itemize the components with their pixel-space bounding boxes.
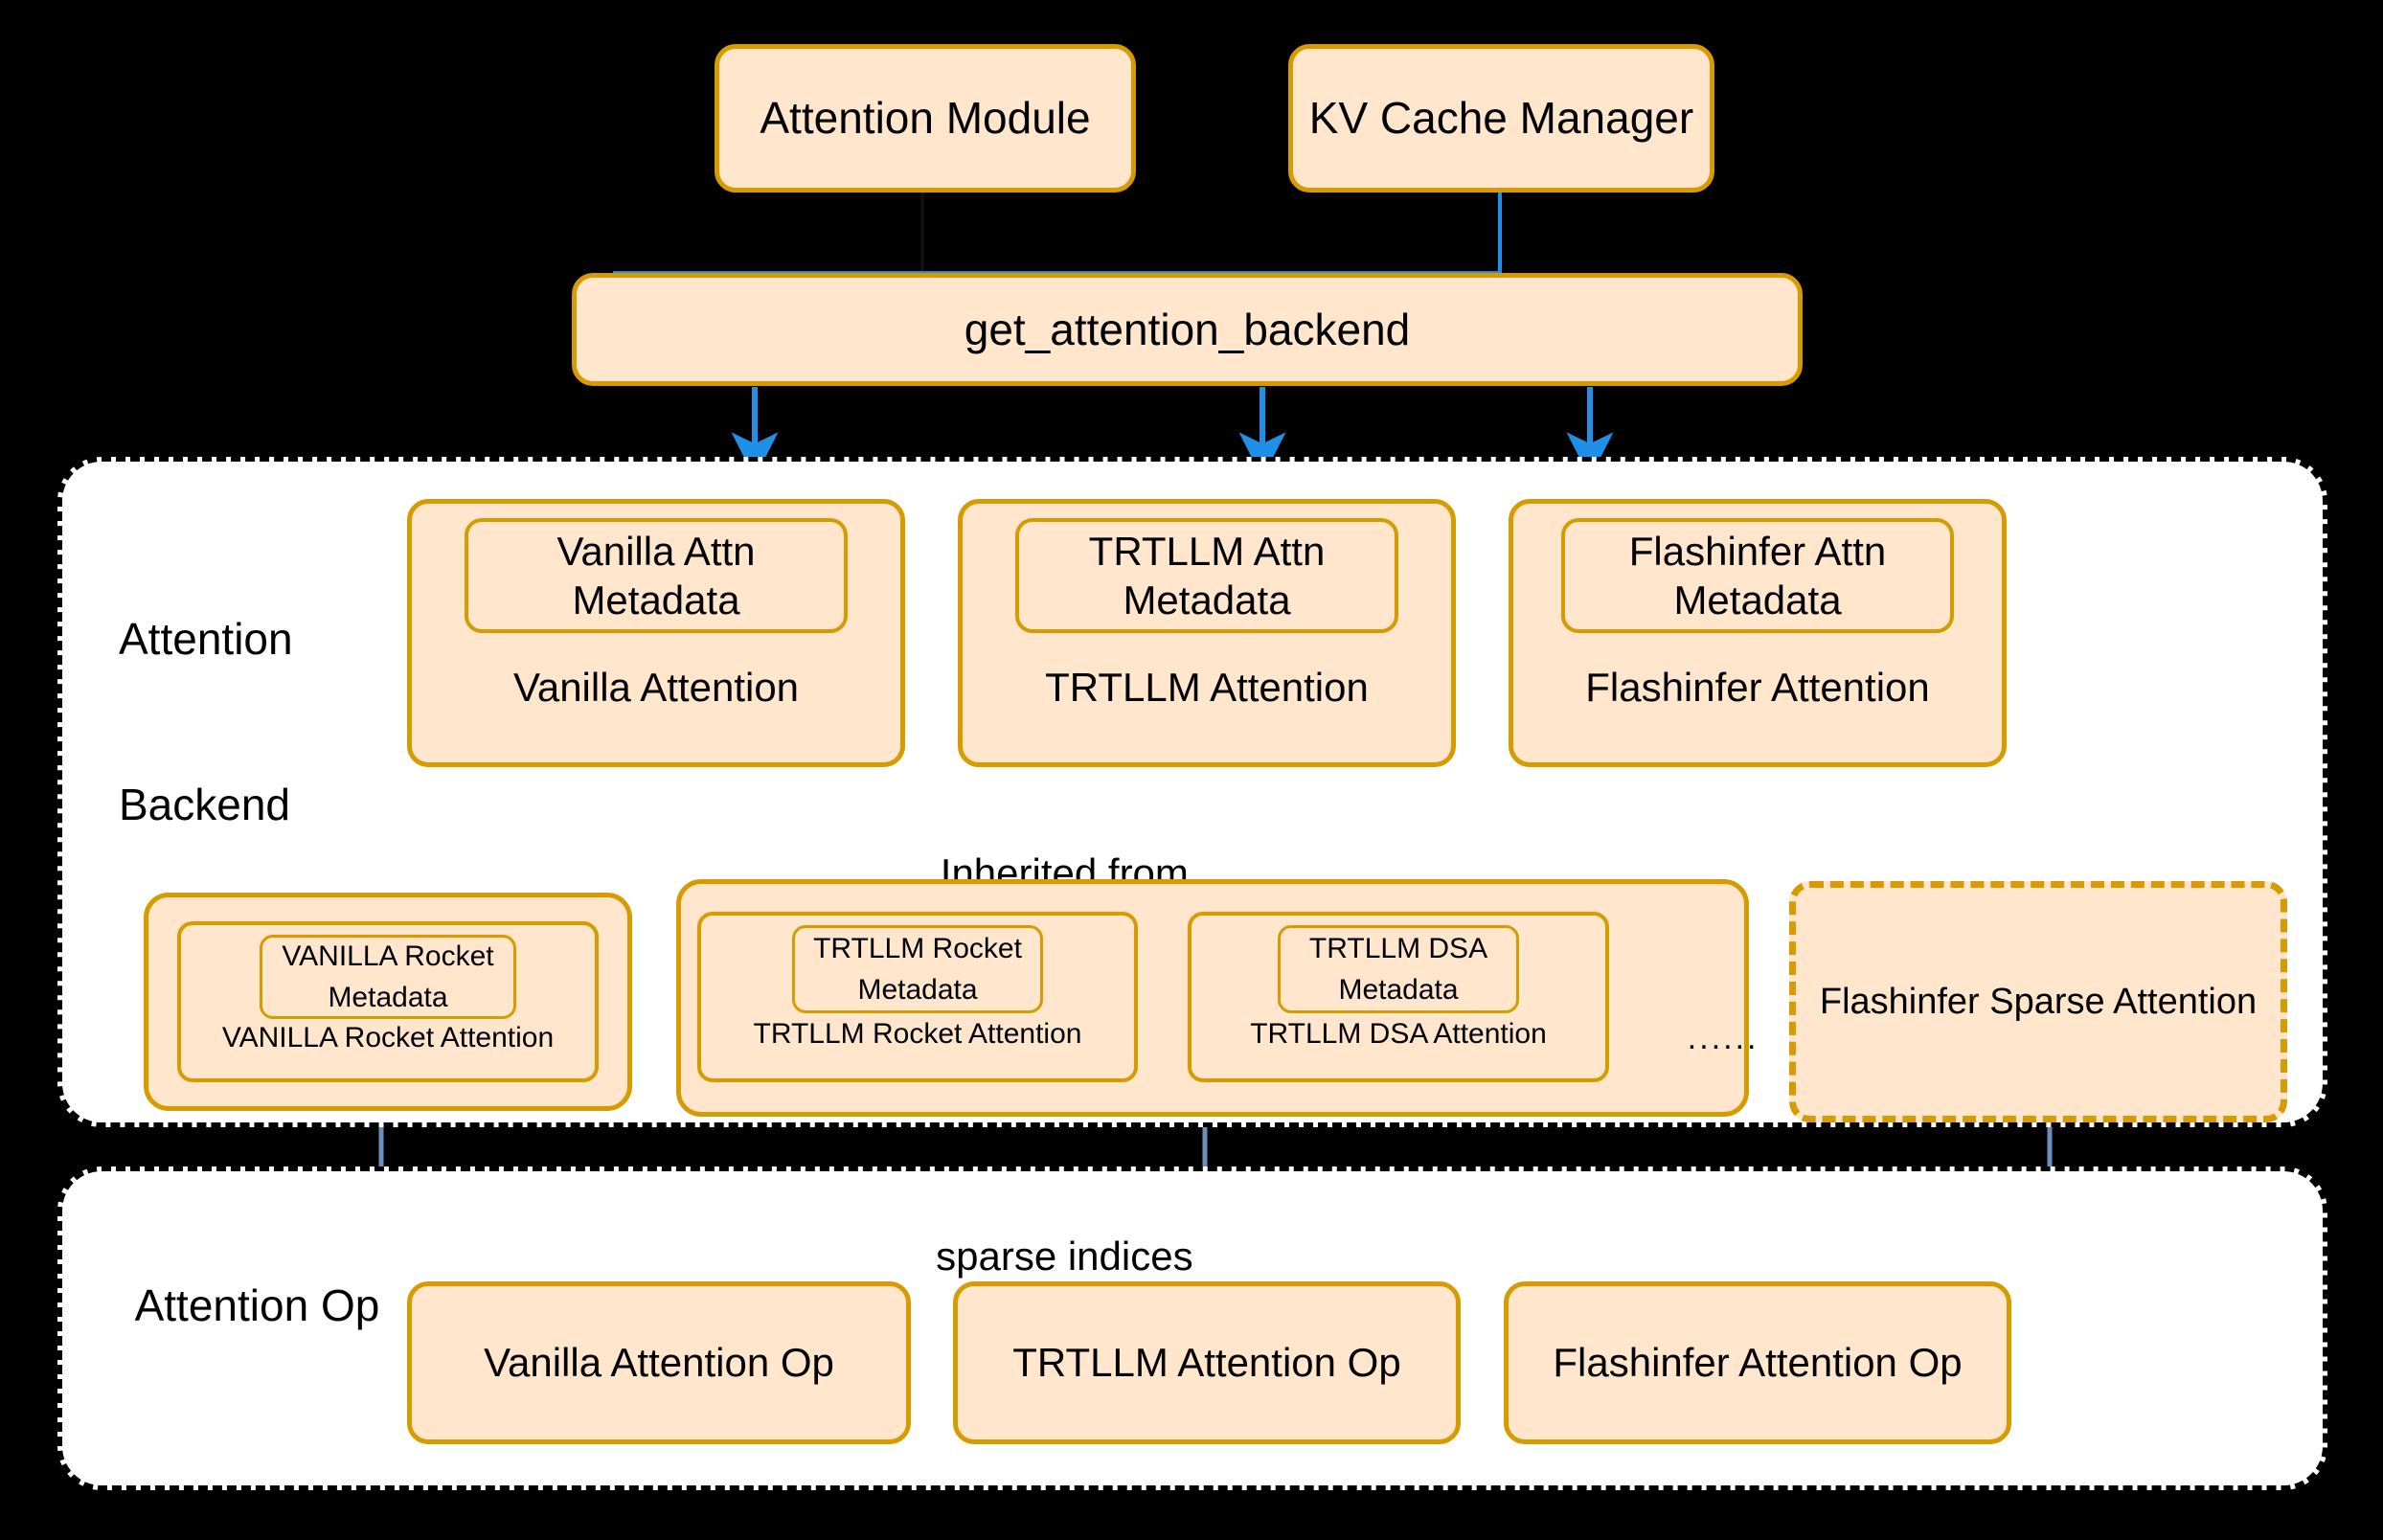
node-backend-flashinfer[interactable]: Flashinfer Attn Metadata Flashinfer Atte… [1509, 499, 2007, 767]
node-trtllm-rocket-metadata[interactable]: TRTLLM Rocket Metadata [792, 925, 1043, 1013]
vanilla-attn-metadata-label: Vanilla Attn Metadata [556, 528, 756, 623]
node-vanilla-attn-metadata[interactable]: Vanilla Attn Metadata [465, 518, 848, 633]
node-trtllm-dsa-metadata[interactable]: TRTLLM DSA Metadata [1278, 925, 1519, 1013]
get-attention-backend-label: get_attention_backend [964, 304, 1411, 354]
trtllm-attn-metadata-label: TRTLLM Attn Metadata [1088, 528, 1326, 623]
node-kv-cache-manager[interactable]: KV Cache Manager [1288, 44, 1714, 192]
node-op-trtllm[interactable]: TRTLLM Attention Op [953, 1281, 1461, 1444]
region-attention-op-label: Attention Op [134, 1280, 380, 1330]
op-trtllm-label: TRTLLM Attention Op [1012, 1340, 1401, 1386]
node-flashinfer-attn-metadata[interactable]: Flashinfer Attn Metadata [1561, 518, 1954, 633]
node-backend-vanilla[interactable]: Vanilla Attn Metadata Vanilla Attention [407, 499, 905, 767]
node-backend-flashinfer-title: Flashinfer Attention [1585, 665, 1930, 710]
op-vanilla-label: Vanilla Attention Op [484, 1340, 834, 1386]
node-trtllm-rocket-attention-title: TRTLLM Rocket Attention [753, 1018, 1082, 1050]
node-trtllm-attn-metadata[interactable]: TRTLLM Attn Metadata [1015, 518, 1398, 633]
node-backend-trtllm[interactable]: TRTLLM Attn Metadata TRTLLM Attention [958, 499, 1456, 767]
node-op-vanilla[interactable]: Vanilla Attention Op [407, 1281, 911, 1444]
flashinfer-sparse-attention-label: Flashinfer Sparse Attention [1819, 981, 2258, 1022]
edge-kv-cache-to-dispatch [613, 192, 1502, 275]
node-trtllm-rocket-attention[interactable]: TRTLLM Rocket Metadata TRTLLM Rocket Att… [697, 912, 1138, 1082]
vanilla-rocket-metadata-label: VANILLA Rocket Metadata [282, 940, 494, 1014]
kv-cache-manager-label: KV Cache Manager [1308, 93, 1694, 144]
trtllm-rocket-metadata-label: TRTLLM Rocket Metadata [813, 932, 1022, 1007]
node-get-attention-backend[interactable]: get_attention_backend [572, 273, 1803, 386]
node-vanilla-rocket-attention[interactable]: VANILLA Rocket Metadata VANILLA Rocket A… [177, 921, 599, 1082]
node-vanilla-rocket-metadata[interactable]: VANILLA Rocket Metadata [260, 935, 516, 1019]
node-trtllm-dsa-attention-title: TRTLLM DSA Attention [1250, 1018, 1547, 1050]
node-vanilla-rocket-attention-title: VANILLA Rocket Attention [221, 1022, 555, 1053]
node-trtllm-dsa-attention[interactable]: TRTLLM DSA Metadata TRTLLM DSA Attention [1188, 912, 1609, 1082]
op-flashinfer-label: Flashinfer Attention Op [1553, 1340, 1963, 1386]
backend-label-line1: Attention [119, 614, 293, 664]
edge-dispatch-to-backends [731, 387, 1614, 479]
trtllm-group-ellipsis: ...... [1687, 1020, 1759, 1056]
node-backend-trtllm-title: TRTLLM Attention [1045, 665, 1369, 710]
backend-label-line2: Backend [119, 779, 291, 829]
node-backend-vanilla-title: Vanilla Attention [512, 665, 800, 710]
trtllm-dsa-metadata-label: TRTLLM DSA Metadata [1308, 932, 1488, 1007]
node-op-flashinfer[interactable]: Flashinfer Attention Op [1504, 1281, 2011, 1444]
flashinfer-attn-metadata-label: Flashinfer Attn Metadata [1628, 528, 1887, 623]
edge-label-sparse-indices: sparse indices [936, 1234, 1193, 1279]
attention-module-label: Attention Module [760, 93, 1091, 144]
node-attention-module[interactable]: Attention Module [715, 44, 1136, 192]
node-flashinfer-sparse-attention[interactable]: Flashinfer Sparse Attention [1789, 881, 2287, 1122]
region-attention-backend-label: Attention Backend [119, 502, 368, 942]
